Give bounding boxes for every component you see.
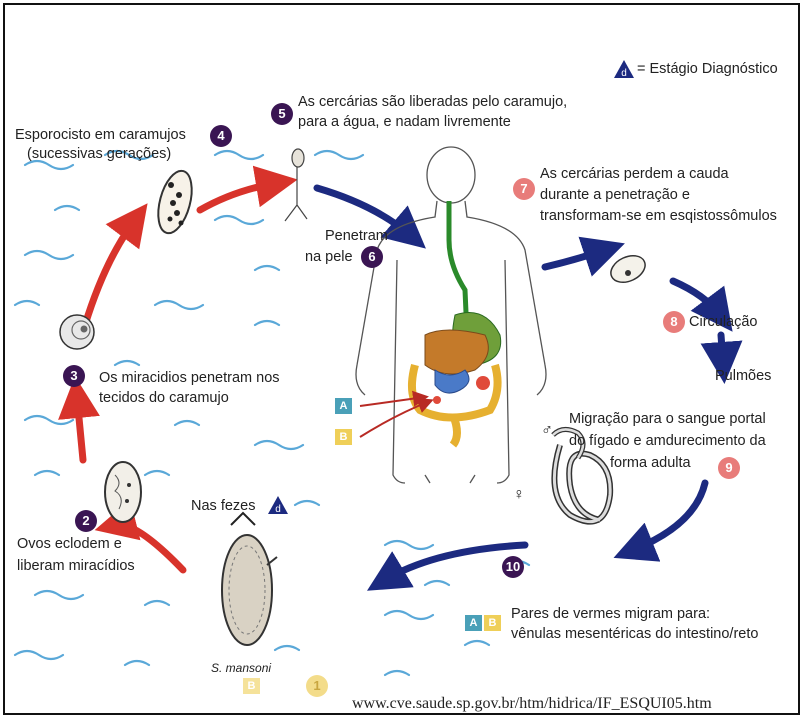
stage-7-line1: As cercárias perdem a cauda: [540, 165, 729, 184]
stage-7-line2: durante a penetração e: [540, 186, 690, 205]
stage-8-label: Circulação: [689, 313, 758, 332]
egg-marker-b: B: [243, 678, 260, 694]
marker-b: B: [335, 429, 352, 445]
female-symbol: ♀: [513, 485, 525, 504]
stage-6-line1: Penetram: [325, 227, 388, 246]
stage-10-line2: vênulas mesentéricas do intestino/reto: [511, 625, 758, 644]
pulmoes-label: Pulmões: [715, 367, 771, 386]
stage-9-line3: forma adulta: [610, 454, 691, 473]
stage-5-badge: 5: [271, 103, 293, 125]
stage-9-badge: 9: [718, 457, 740, 479]
male-symbol: ♂: [541, 421, 553, 440]
legend-symbol: d: [621, 68, 627, 79]
stage-2-line2: liberam miracídios: [17, 557, 135, 576]
cercaria-illustration: [285, 149, 307, 221]
stage-10-marker-a: A: [465, 615, 482, 631]
stage-1-badge: 1: [306, 675, 328, 697]
stage-5-line2: para a água, e nadam livremente: [298, 113, 511, 132]
snail-illustration: [60, 315, 94, 349]
stage-9-line1: Migração para o sangue portal: [569, 410, 766, 429]
stage-4-badge: 4: [210, 125, 232, 147]
fezes-diagnostic-icon: d: [267, 495, 289, 520]
stage-6-line2: na pele: [305, 248, 353, 267]
legend-label: = Estágio Diagnóstico: [637, 60, 778, 79]
stage-9-line2: do fígado e amdurecimento da: [569, 432, 766, 451]
stage-3-line2: tecidos do caramujo: [99, 389, 229, 408]
stage-10-marker-b: B: [484, 615, 501, 631]
life-cycle-diagram: d = Estágio Diagnóstico 5 As cercárias s…: [3, 3, 800, 715]
stage-8-badge: 8: [663, 311, 685, 333]
diagnostic-stage-icon: d: [613, 59, 635, 84]
stage-7-line3: transformam-se em esqistossômulos: [540, 207, 777, 226]
source-url[interactable]: www.cve.saude.sp.gov.br/htm/hidrica/IF_E…: [352, 695, 712, 713]
marker-a: A: [335, 398, 352, 414]
schistosomulum-illustration: [607, 251, 650, 288]
stage-10-badge: 10: [502, 556, 524, 578]
fezes-label: Nas fezes: [191, 497, 255, 516]
egg-illustration: [222, 513, 277, 645]
stage-4-line2: (sucessivas gerações): [27, 145, 171, 164]
stage-4-line1: Esporocisto em caramujos: [15, 126, 186, 145]
stage-2-line1: Ovos eclodem e: [17, 535, 122, 554]
egg-species-label: S. mansoni: [211, 661, 271, 675]
digestive-organs: [412, 201, 501, 445]
stage-3-badge: 3: [63, 365, 85, 387]
stage-5-line1: As cercárias são liberadas pelo caramujo…: [298, 93, 567, 112]
miracidium-illustration: [105, 462, 141, 522]
fezes-symbol: d: [275, 504, 281, 515]
stage-10-line1: Pares de vermes migram para:: [511, 605, 710, 624]
stage-2-badge: 2: [75, 510, 97, 532]
sporocyst-illustration: [152, 167, 198, 237]
stage-7-badge: 7: [513, 178, 535, 200]
stage-3-line1: Os miracidios penetram nos: [99, 369, 280, 388]
stage-6-badge: 6: [361, 246, 383, 268]
